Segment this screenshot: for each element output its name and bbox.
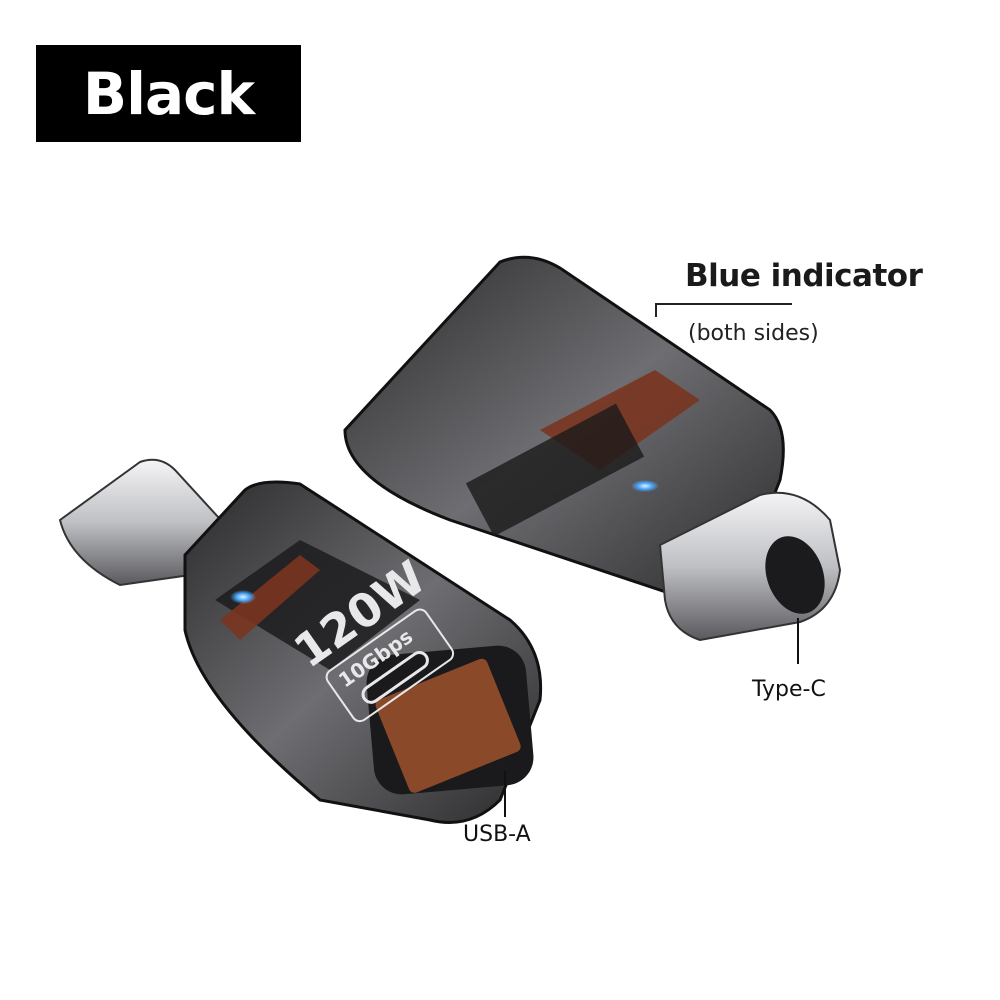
usb-a-label: USB-A: [463, 822, 531, 847]
color-variant-badge: Black: [36, 45, 301, 142]
indicator-leader-line: [655, 303, 792, 305]
rear-adapter: [343, 255, 842, 642]
color-variant-label: Black: [82, 59, 255, 128]
speed-badge-frame: [325, 608, 455, 723]
usb-c-port-icon: [361, 650, 429, 704]
front-led-icon: [230, 590, 256, 604]
type-c-label: Type-C: [752, 677, 826, 702]
indicator-callout-subtitle: (both sides): [688, 321, 819, 346]
indicator-leader-tick: [655, 303, 657, 317]
type-c-leader-line: [797, 618, 799, 664]
front-adapter: 120W 10Gbps: [58, 458, 543, 824]
rear-led-icon: [631, 480, 659, 492]
indicator-callout-title: Blue indicator: [685, 258, 923, 294]
usb-a-leader-line: [504, 771, 506, 817]
